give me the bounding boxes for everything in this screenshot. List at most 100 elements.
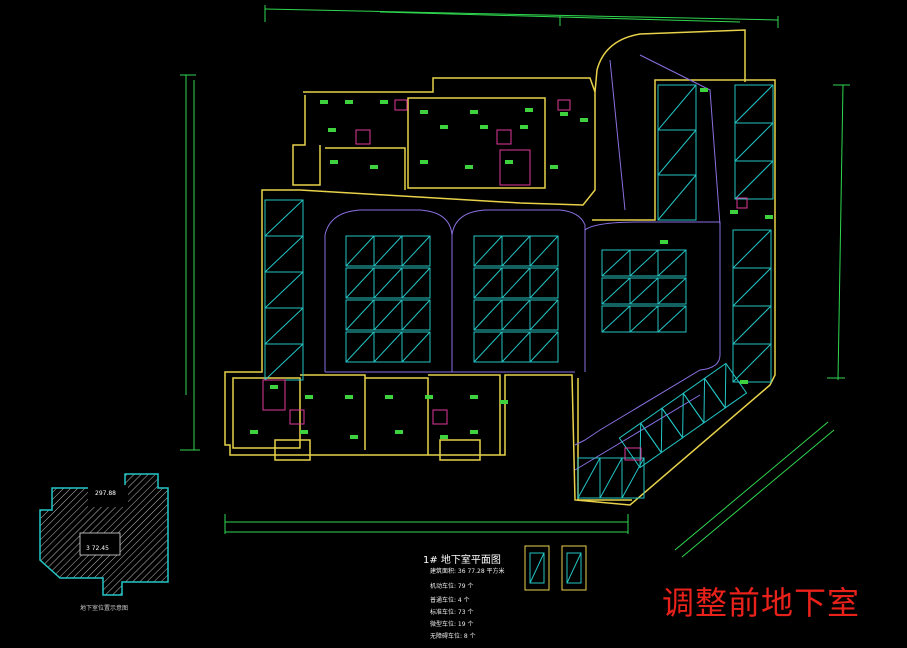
structural-column <box>320 100 328 104</box>
stall-diagonal <box>264 271 304 309</box>
parking-stall <box>529 235 559 267</box>
parking-stalls <box>264 84 774 499</box>
stall-diagonal <box>724 363 727 408</box>
parking-stall <box>401 299 431 331</box>
structural-column <box>560 112 568 116</box>
angled-stalls <box>618 362 748 469</box>
structural-column <box>270 385 278 389</box>
stall-diagonal <box>657 249 687 277</box>
stall-diagonal <box>657 129 697 176</box>
stall-diagonal <box>529 235 559 267</box>
structural-column <box>505 160 513 164</box>
stat-area: 建筑面积: 36 77.28 平方米 <box>430 568 505 575</box>
stall-diagonal <box>657 305 687 333</box>
structural-column <box>740 380 748 384</box>
structural-column <box>470 110 478 114</box>
drive-lanes <box>324 54 721 471</box>
stall-diagonal <box>345 267 375 299</box>
stall-diagonal <box>657 277 687 305</box>
overlay-title: 调整前地下室 <box>662 584 861 622</box>
parking-stall <box>529 299 559 331</box>
structural-column <box>765 215 773 219</box>
door-details <box>262 99 748 461</box>
diagonal-dimension <box>674 421 835 558</box>
stall-diagonal <box>629 305 659 333</box>
stall-diagonal <box>682 393 684 438</box>
stall-diagonal <box>732 343 772 383</box>
parking-stall <box>401 235 431 267</box>
stall-diagonal <box>373 299 403 331</box>
structural-column <box>660 240 668 244</box>
bottom-dimension <box>224 514 629 534</box>
left-dimension <box>180 74 200 451</box>
building-outline <box>224 29 776 506</box>
stall-diagonal <box>373 267 403 299</box>
structural-column <box>465 165 473 169</box>
stall-diagonal <box>473 331 503 363</box>
parking-stall <box>657 305 687 333</box>
structural-column <box>520 125 528 129</box>
parking-stall <box>621 457 645 499</box>
stall-diagonal <box>401 331 431 363</box>
columns <box>250 88 773 439</box>
stall-diagonal <box>657 174 697 221</box>
structural-column <box>300 430 308 434</box>
stall-diagonal <box>621 457 645 499</box>
key-plan-middle-value: 3 72.45 <box>86 545 109 552</box>
parking-stall <box>657 277 687 305</box>
key-plan-label: 地下室位置示意图 <box>80 605 129 612</box>
stall-diagonal <box>345 299 375 331</box>
structural-column <box>345 395 353 399</box>
stall-diagonal <box>599 457 623 499</box>
stall-diagonal <box>629 277 659 305</box>
structural-column <box>470 395 478 399</box>
stall-diagonal <box>345 235 375 267</box>
drawing-title: 1# 地下室平面图 <box>423 555 501 566</box>
stall-diagonal <box>264 235 304 273</box>
structural-column <box>500 400 508 404</box>
stall-diagonal <box>501 299 531 331</box>
stall-diagonal <box>401 267 431 299</box>
structural-column <box>425 395 433 399</box>
structural-column <box>550 165 558 169</box>
stall-diagonal <box>657 84 697 131</box>
stat-micro-parking: 微型车位: 19 个 <box>430 621 474 628</box>
structural-column <box>370 165 378 169</box>
parking-stall <box>657 249 687 277</box>
stall-diagonal <box>373 331 403 363</box>
stall-diagonal <box>529 267 559 299</box>
stall-diagonal <box>732 267 772 307</box>
structural-column <box>420 160 428 164</box>
stat-total-parking: 机动车位: 79 个 <box>430 583 474 590</box>
stall-diagonal <box>373 235 403 267</box>
stall-diagonal <box>734 84 774 124</box>
structural-column <box>480 125 488 129</box>
structural-column <box>305 395 313 399</box>
parking-stall <box>401 331 431 363</box>
structural-column <box>380 100 388 104</box>
right-dimension <box>827 84 850 381</box>
key-plan-top-value: 297.88 <box>95 490 116 497</box>
stall-diagonal <box>264 307 304 345</box>
stall-diagonal <box>732 305 772 345</box>
stall-diagonal <box>734 122 774 162</box>
structural-column <box>395 430 403 434</box>
structural-column <box>525 108 533 112</box>
stall-diagonal <box>345 331 375 363</box>
stall-diagonal <box>601 249 631 277</box>
stall-diagonal <box>577 457 601 499</box>
stat-accessible-parking: 无障碍车位: 8 个 <box>430 633 476 640</box>
stall-diagonal <box>501 267 531 299</box>
structural-column <box>330 160 338 164</box>
structural-column <box>470 430 478 434</box>
structural-column <box>420 110 428 114</box>
structural-column <box>350 435 358 439</box>
stall-diagonal <box>601 277 631 305</box>
stall-diagonal <box>529 331 559 363</box>
stall-diagonal <box>473 299 503 331</box>
structural-column <box>730 210 738 214</box>
parking-stall <box>529 267 559 299</box>
stat-standard-parking: 标准车位: 73 个 <box>430 609 474 616</box>
stall-diagonal <box>629 249 659 277</box>
key-plan <box>39 473 169 596</box>
